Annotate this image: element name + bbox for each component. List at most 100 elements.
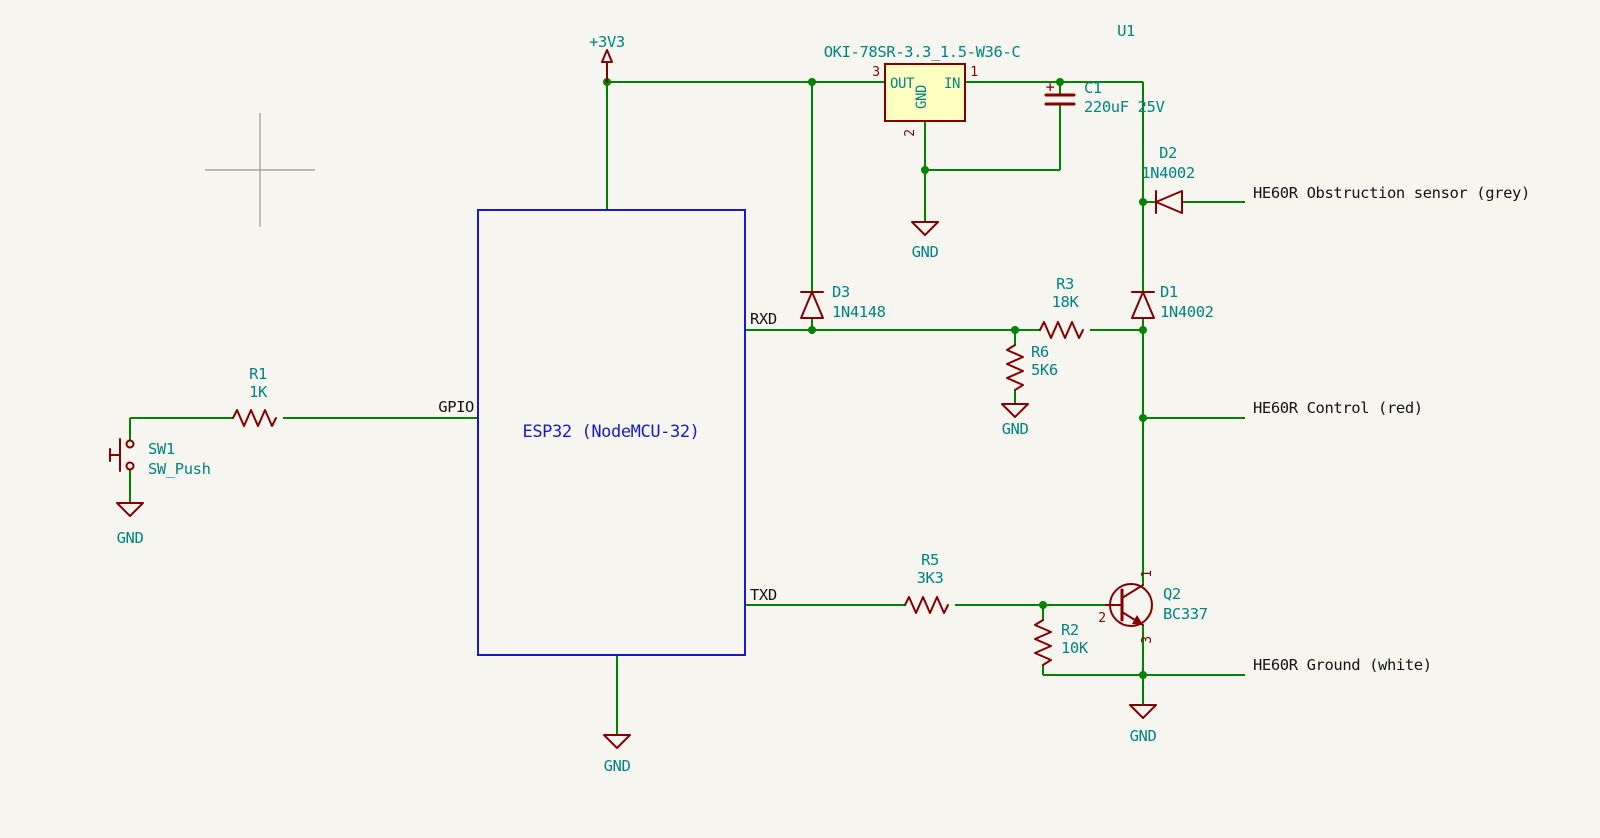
u1-pin-number-3: 3: [872, 65, 879, 80]
d2-reference[interactable]: D2: [1159, 144, 1177, 162]
u1-value[interactable]: OKI-78SR-3.3_1.5-W36-C: [824, 43, 1021, 61]
wire-rxd-net[interactable]: [745, 318, 1143, 404]
component-r5-resistor[interactable]: R5 3K3: [904, 551, 949, 614]
component-sw1-push-button[interactable]: SW1 SW_Push: [109, 438, 211, 478]
diode-symbol-icon: [1131, 291, 1155, 319]
switch-contact: [125, 439, 135, 449]
sheet-pin-rxd[interactable]: RXD: [750, 310, 777, 328]
u1-pin-number-1: 1: [970, 65, 977, 80]
resistor-zigzag-icon: [232, 409, 277, 427]
c1-reference[interactable]: C1: [1084, 79, 1102, 97]
r3-reference[interactable]: R3: [1056, 275, 1074, 293]
wire-txd-net[interactable]: [745, 604, 1143, 676]
power-label[interactable]: +3V3: [589, 33, 625, 51]
r2-value[interactable]: 10K: [1061, 639, 1089, 657]
r6-value[interactable]: 5K6: [1031, 361, 1058, 379]
r1-value[interactable]: 1K: [249, 383, 268, 401]
sheet-esp32[interactable]: ESP32 (NodeMCU-32) GPIO RXD TXD: [438, 209, 777, 656]
sw1-reference[interactable]: SW1: [148, 440, 175, 458]
power-symbol-gnd-r6[interactable]: GND: [1001, 403, 1029, 438]
component-d2-diode[interactable]: D2 1N4002: [1141, 144, 1195, 214]
u1-pin-name-in: IN: [944, 76, 960, 92]
r5-reference[interactable]: R5: [921, 551, 939, 569]
emitter-arrow-icon: [1132, 615, 1143, 625]
gnd-triangle-icon: [911, 221, 939, 236]
junction-dot: [1139, 414, 1147, 422]
component-d1-diode[interactable]: D1 1N4002: [1131, 283, 1214, 321]
component-u1-regulator[interactable]: OUT IN GND 3 1 2 U1 OKI-78SR-3.3_1.5-W36…: [824, 22, 1136, 137]
junction-dot: [808, 326, 816, 334]
gnd-triangle-icon: [1129, 704, 1157, 719]
junction-dot: [921, 166, 929, 174]
resistor-zigzag-icon: [1039, 321, 1084, 339]
junction-dot: [1139, 198, 1147, 206]
resistor-zigzag-icon: [1006, 344, 1024, 391]
u1-reference[interactable]: U1: [1117, 22, 1135, 40]
sw1-value[interactable]: SW_Push: [148, 460, 211, 478]
q2-pin-number-2: 2: [1098, 611, 1105, 626]
d3-value[interactable]: 1N4148: [832, 303, 886, 321]
u1-pin-name-out: OUT: [890, 76, 915, 92]
junction-dot: [1056, 78, 1064, 86]
component-r3-resistor[interactable]: R3 18K: [1039, 275, 1084, 339]
junction-dot: [1011, 326, 1019, 334]
wire-control-net[interactable]: [1142, 318, 1245, 585]
gnd-label[interactable]: GND: [117, 529, 144, 547]
r2-reference[interactable]: R2: [1061, 621, 1079, 639]
gnd-triangle-icon: [116, 502, 144, 517]
c1-value[interactable]: 220uF 25V: [1084, 98, 1165, 116]
d3-reference[interactable]: D3: [832, 283, 850, 301]
junction-dot: [1039, 601, 1047, 609]
resistor-zigzag-icon: [904, 596, 949, 614]
d1-value[interactable]: 1N4002: [1160, 303, 1214, 321]
c1-polarity-mark: +: [1046, 78, 1055, 96]
gnd-label[interactable]: GND: [912, 243, 939, 261]
power-symbol-3v3[interactable]: +3V3: [589, 33, 625, 83]
gnd-label[interactable]: GND: [604, 757, 631, 775]
gnd-label[interactable]: GND: [1002, 420, 1029, 438]
component-r1-resistor[interactable]: R1 1K: [232, 365, 277, 427]
regulator-body[interactable]: [884, 63, 966, 122]
sheet-outline[interactable]: [477, 209, 746, 656]
sheet-pin-gpio[interactable]: GPIO: [438, 398, 474, 416]
component-q2-transistor[interactable]: 1 2 3 Q2 BC337: [1098, 570, 1208, 643]
q2-reference[interactable]: Q2: [1163, 585, 1181, 603]
component-r6-resistor[interactable]: R6 5K6: [1006, 343, 1058, 391]
wire-3v3-net[interactable]: [606, 81, 1143, 292]
junction-dot: [1139, 671, 1147, 679]
q2-value[interactable]: BC337: [1163, 605, 1208, 623]
diode-symbol-icon: [800, 291, 824, 319]
d2-value[interactable]: 1N4002: [1141, 164, 1195, 182]
u1-pin-name-gnd: GND: [914, 85, 930, 109]
component-d3-diode[interactable]: D3 1N4148: [800, 283, 886, 321]
r1-reference[interactable]: R1: [249, 365, 267, 383]
r6-reference[interactable]: R6: [1031, 343, 1049, 361]
net-label-ground[interactable]: HE60R Ground (white): [1253, 656, 1432, 674]
gnd-triangle-icon: [1001, 403, 1029, 418]
power-symbol-gnd-esp32[interactable]: GND: [603, 734, 631, 775]
net-label-obstruction-sensor[interactable]: HE60R Obstruction sensor (grey): [1253, 184, 1530, 202]
r5-value[interactable]: 3K3: [917, 569, 944, 587]
editor-crosshair: [205, 113, 315, 227]
component-r2-resistor[interactable]: R2 10K: [1034, 619, 1089, 666]
power-symbol-gnd-sw1[interactable]: GND: [116, 502, 144, 547]
power-symbol-gnd-regulator[interactable]: GND: [911, 221, 939, 261]
wire-gpio-net[interactable]: [129, 417, 478, 503]
switch-actuator-icon: [109, 438, 121, 472]
capacitor-plates-icon: [1044, 93, 1076, 106]
d1-reference[interactable]: D1: [1160, 283, 1178, 301]
sheet-name[interactable]: ESP32 (NodeMCU-32): [522, 422, 699, 442]
q2-pin-number-1: 1: [1140, 570, 1155, 577]
gnd-label[interactable]: GND: [1130, 727, 1157, 745]
u1-pin-number-2: 2: [903, 129, 918, 136]
resistor-zigzag-icon: [1034, 619, 1052, 666]
wire-emitter-ground-net[interactable]: [616, 625, 1245, 735]
power-symbol-gnd-q2[interactable]: GND: [1129, 704, 1157, 745]
switch-contact: [125, 461, 135, 471]
component-c1-capacitor[interactable]: + C1 220uF 25V: [1044, 78, 1165, 116]
r3-value[interactable]: 18K: [1052, 293, 1080, 311]
sheet-pin-txd[interactable]: TXD: [750, 586, 777, 604]
net-label-control[interactable]: HE60R Control (red): [1253, 399, 1423, 417]
